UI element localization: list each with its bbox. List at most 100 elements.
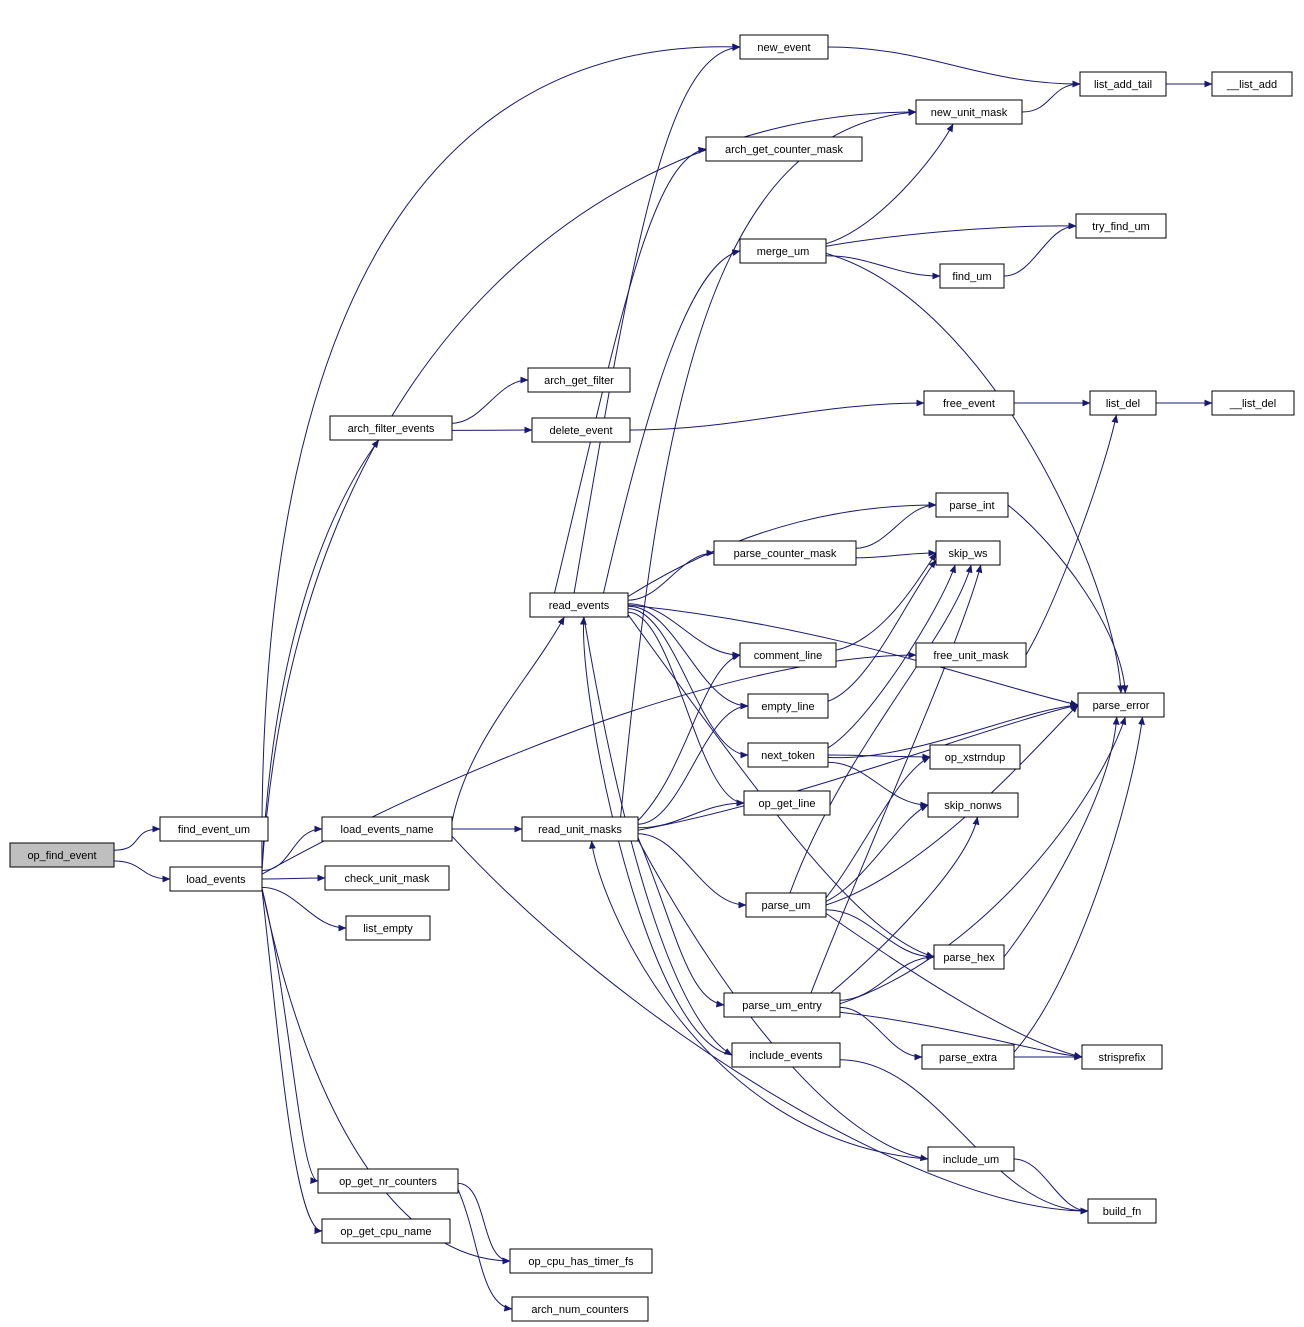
- node-arch_get_filter[interactable]: arch_get_filter: [527, 367, 631, 393]
- node-__list_del[interactable]: __list_del: [1211, 390, 1295, 416]
- node-skip_ws[interactable]: skip_ws: [935, 540, 1001, 566]
- node-box[interactable]: [324, 865, 450, 891]
- node-op_xstrndup[interactable]: op_xstrndup: [929, 744, 1021, 770]
- node-box[interactable]: [935, 492, 1009, 518]
- node-parse_extra[interactable]: parse_extra: [921, 1044, 1015, 1070]
- node-box[interactable]: [329, 415, 453, 441]
- node-include_events[interactable]: include_events: [731, 1042, 841, 1068]
- node-box[interactable]: [705, 136, 863, 162]
- node-box[interactable]: [1211, 71, 1293, 97]
- node-read_events[interactable]: read_events: [529, 592, 629, 618]
- node-parse_int[interactable]: parse_int: [935, 492, 1009, 518]
- node-box[interactable]: [747, 742, 829, 768]
- node-find_event_um[interactable]: find_event_um: [159, 816, 269, 842]
- edge-parse_um_entry-to-strisprefix: [839, 1011, 1083, 1060]
- node-box[interactable]: [747, 693, 829, 719]
- node-label: strisprefix: [1098, 1052, 1146, 1064]
- node-box[interactable]: [1079, 71, 1167, 97]
- node-parse_um_entry[interactable]: parse_um_entry: [723, 992, 841, 1018]
- node-list_del[interactable]: list_del: [1089, 390, 1157, 416]
- node-box[interactable]: [345, 915, 431, 941]
- node-box[interactable]: [923, 390, 1015, 416]
- node-box[interactable]: [739, 34, 829, 60]
- node-label: parse_error: [1093, 700, 1150, 712]
- node-box[interactable]: [731, 1042, 841, 1068]
- node-box[interactable]: [169, 866, 263, 892]
- edge-include_events-to-read_events: [579, 616, 733, 1056]
- node-merge_um[interactable]: merge_um: [739, 238, 827, 264]
- node-box[interactable]: [1087, 1198, 1157, 1224]
- node-op_cpu_has_timer_fs[interactable]: op_cpu_has_timer_fs: [509, 1248, 653, 1274]
- node-free_unit_mask[interactable]: free_unit_mask: [915, 642, 1027, 668]
- node-build_fn[interactable]: build_fn: [1087, 1198, 1157, 1224]
- node-read_unit_masks[interactable]: read_unit_masks: [521, 816, 639, 842]
- node-free_event[interactable]: free_event: [923, 390, 1015, 416]
- node-box[interactable]: [1089, 390, 1157, 416]
- node-new_unit_mask[interactable]: new_unit_mask: [915, 99, 1023, 125]
- node-delete_event[interactable]: delete_event: [531, 417, 631, 443]
- node-arch_filter_events[interactable]: arch_filter_events: [329, 415, 453, 441]
- node-list_add_tail[interactable]: list_add_tail: [1079, 71, 1167, 97]
- node-include_um[interactable]: include_um: [927, 1146, 1015, 1172]
- node-box[interactable]: [927, 792, 1019, 818]
- node-box[interactable]: [713, 540, 857, 566]
- node-box[interactable]: [1077, 692, 1165, 718]
- node-check_unit_mask[interactable]: check_unit_mask: [324, 865, 450, 891]
- node-box[interactable]: [927, 1146, 1015, 1172]
- node-box[interactable]: [743, 790, 831, 816]
- node-parse_counter_mask[interactable]: parse_counter_mask: [713, 540, 857, 566]
- node-strisprefix[interactable]: strisprefix: [1081, 1044, 1163, 1070]
- node-box[interactable]: [935, 540, 1001, 566]
- node-box[interactable]: [531, 417, 631, 443]
- node-box[interactable]: [745, 892, 827, 918]
- node-arch_num_counters[interactable]: arch_num_counters: [511, 1296, 649, 1322]
- node-box[interactable]: [509, 1248, 653, 1274]
- node-arch_get_counter_mask[interactable]: arch_get_counter_mask: [705, 136, 863, 162]
- node-find_um[interactable]: find_um: [939, 263, 1005, 289]
- node-op_get_nr_counters[interactable]: op_get_nr_counters: [317, 1168, 459, 1194]
- node-label: op_get_cpu_name: [340, 1226, 431, 1238]
- node-box[interactable]: [321, 1218, 451, 1244]
- node-box[interactable]: [723, 992, 841, 1018]
- node-box[interactable]: [1211, 390, 1295, 416]
- node-box[interactable]: [739, 238, 827, 264]
- node-box[interactable]: [511, 1296, 649, 1322]
- node-box[interactable]: [915, 642, 1027, 668]
- node-box[interactable]: [921, 1044, 1015, 1070]
- node-list_empty[interactable]: list_empty: [345, 915, 431, 941]
- node-parse_um[interactable]: parse_um: [745, 892, 827, 918]
- node-new_event[interactable]: new_event: [739, 34, 829, 60]
- node-box[interactable]: [739, 642, 837, 668]
- node-next_token[interactable]: next_token: [747, 742, 829, 768]
- node-label: comment_line: [754, 650, 822, 662]
- node-box[interactable]: [933, 944, 1005, 970]
- node-parse_error[interactable]: parse_error: [1077, 692, 1165, 718]
- edge-op_get_nr_counters-to-op_cpu_has_timer_fs: [457, 1182, 511, 1265]
- node-skip_nonws[interactable]: skip_nonws: [927, 792, 1019, 818]
- node-box[interactable]: [527, 367, 631, 393]
- edge-parse_um_entry-to-skip_nonws: [830, 816, 980, 994]
- node-label: new_unit_mask: [931, 107, 1008, 119]
- node-op_get_cpu_name[interactable]: op_get_cpu_name: [321, 1218, 451, 1244]
- node-box[interactable]: [915, 99, 1023, 125]
- node-load_events_name[interactable]: load_events_name: [321, 816, 453, 842]
- node-box[interactable]: [1075, 213, 1167, 239]
- node-box[interactable]: [321, 816, 453, 842]
- edge-load_events_name-to-build_fn: [451, 835, 1089, 1215]
- node-op_get_line[interactable]: op_get_line: [743, 790, 831, 816]
- node-box[interactable]: [1081, 1044, 1163, 1070]
- node-box[interactable]: [529, 592, 629, 618]
- node-box[interactable]: [159, 816, 269, 842]
- node-box[interactable]: [521, 816, 639, 842]
- node-box: [9, 842, 115, 868]
- node-parse_hex[interactable]: parse_hex: [933, 944, 1005, 970]
- node-box[interactable]: [939, 263, 1005, 289]
- node-box[interactable]: [317, 1168, 459, 1194]
- node-load_events[interactable]: load_events: [169, 866, 263, 892]
- node-try_find_um[interactable]: try_find_um: [1075, 213, 1167, 239]
- node-empty_line[interactable]: empty_line: [747, 693, 829, 719]
- node-__list_add[interactable]: __list_add: [1211, 71, 1293, 97]
- node-comment_line[interactable]: comment_line: [739, 642, 837, 668]
- edge-read_events-to-comment_line: [627, 603, 741, 659]
- node-box[interactable]: [929, 744, 1021, 770]
